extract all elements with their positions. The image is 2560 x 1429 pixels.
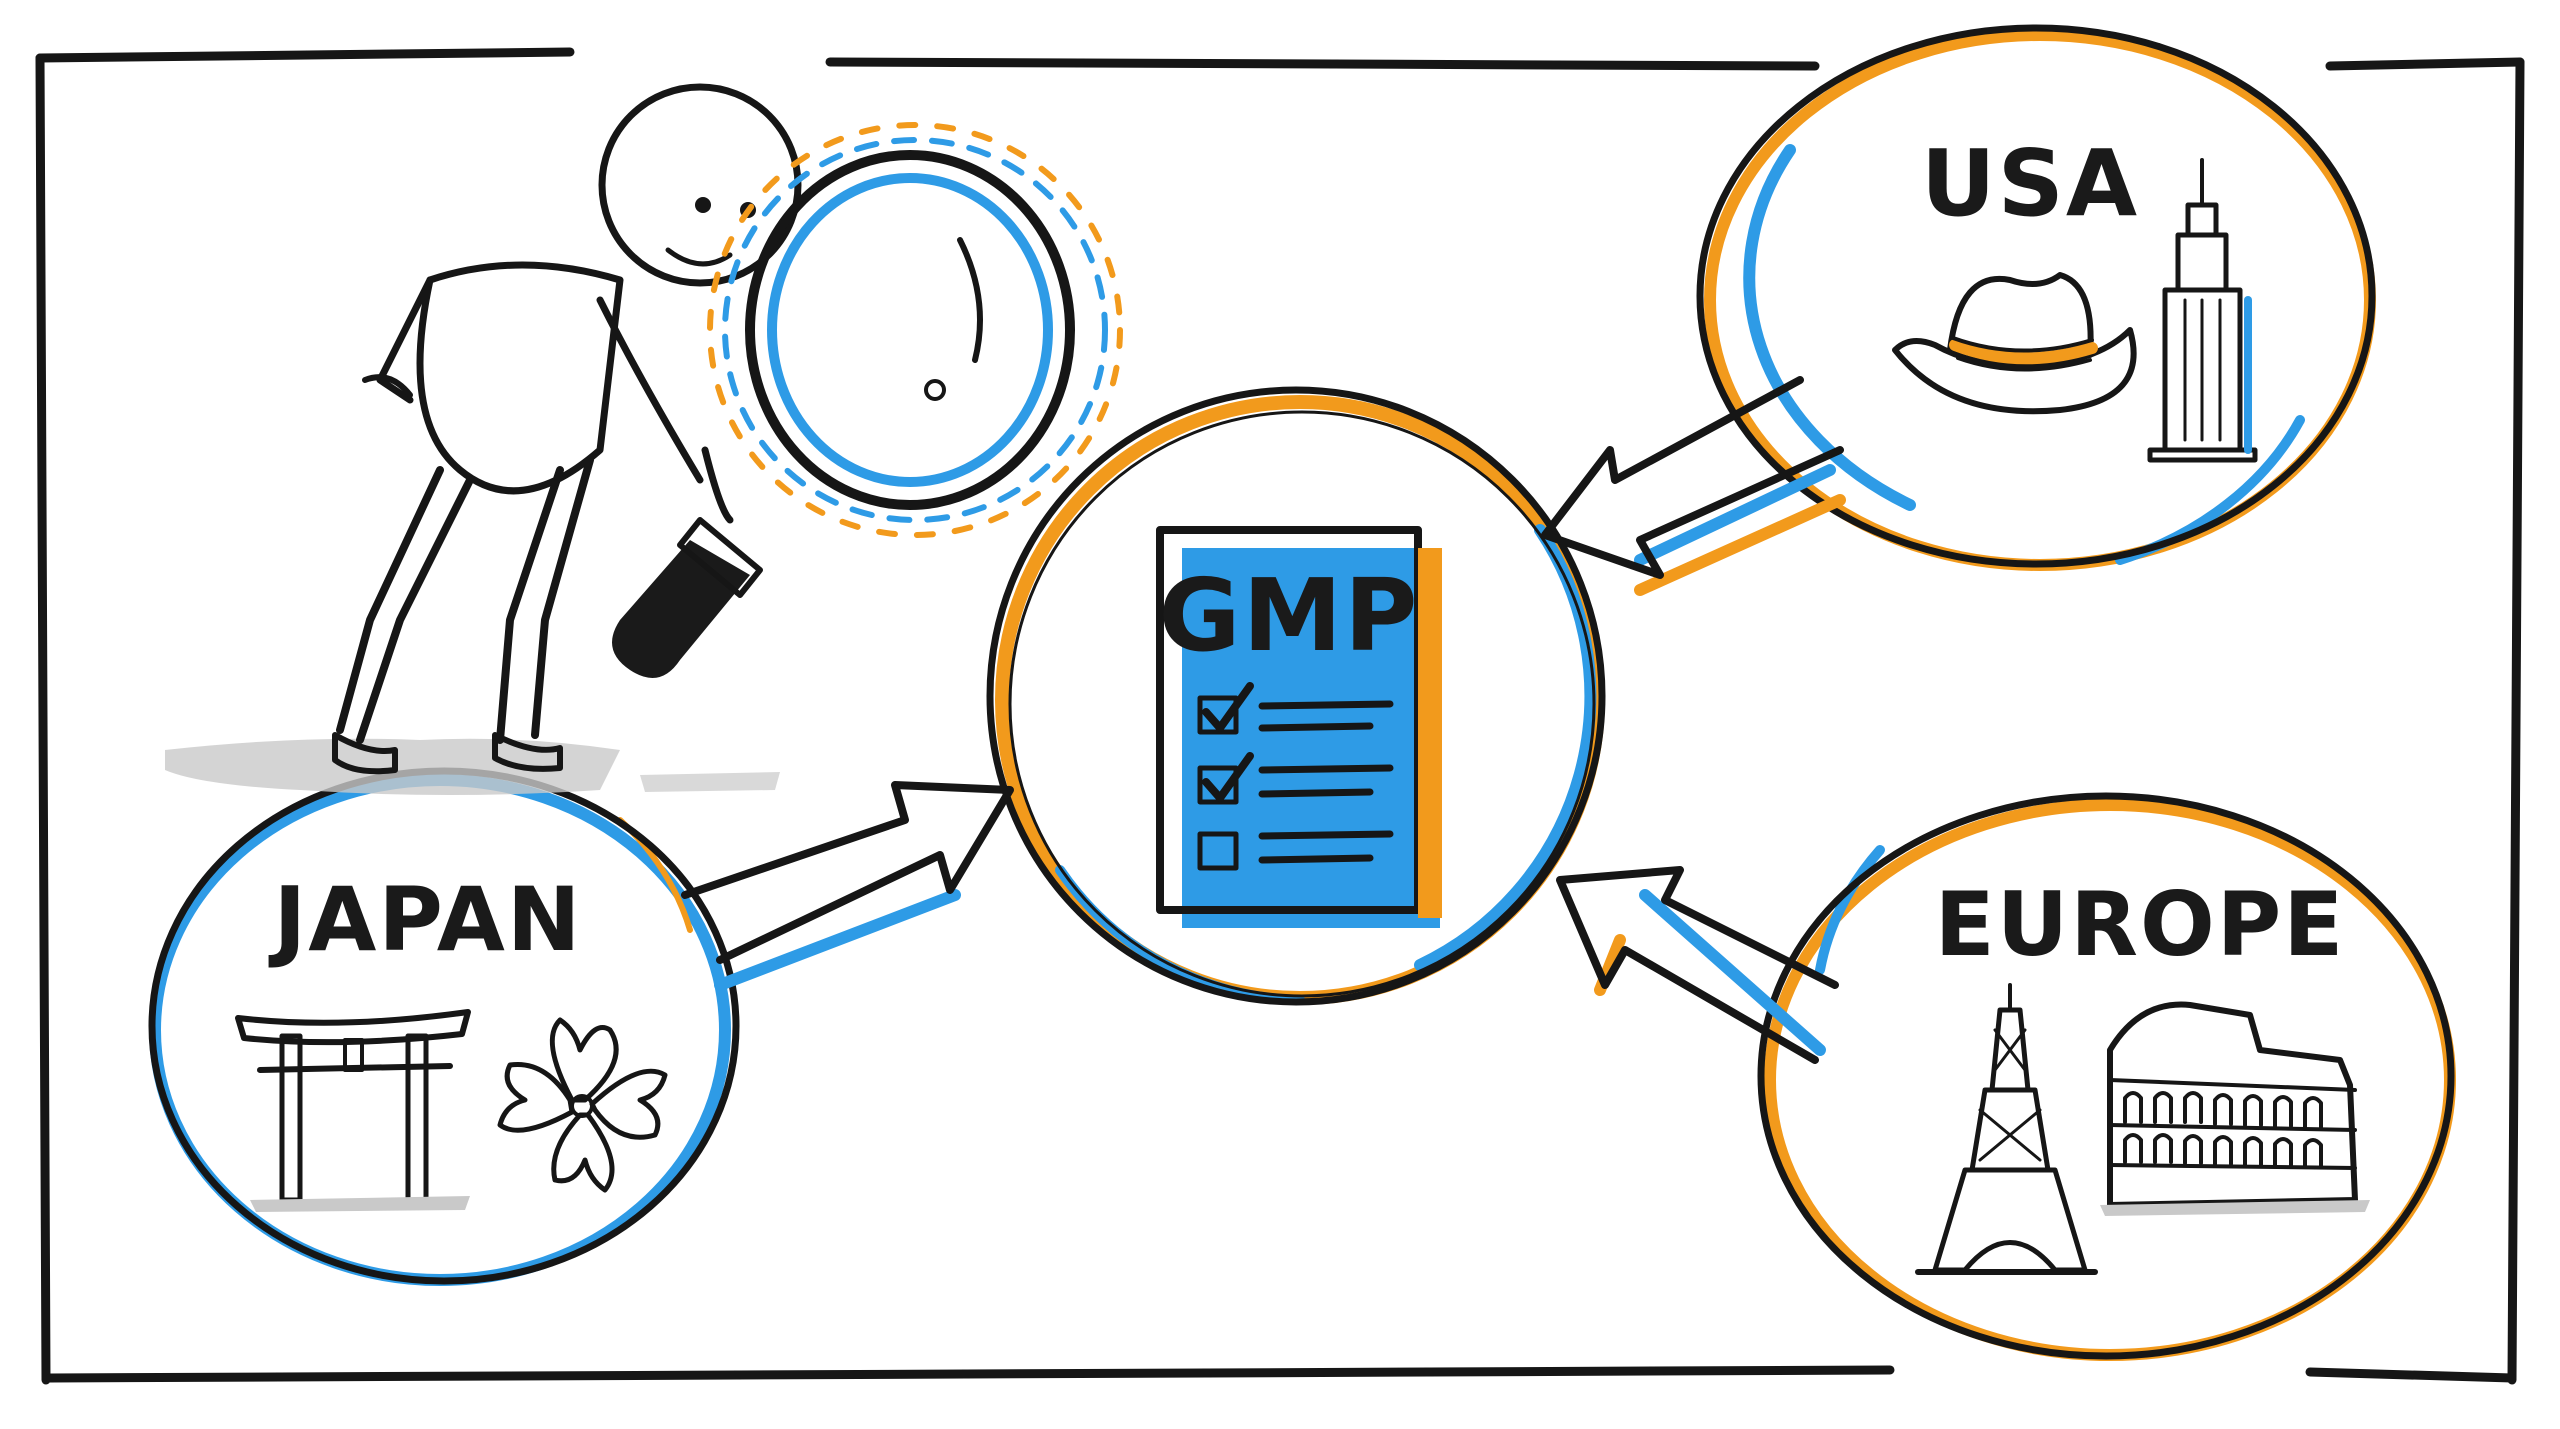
arrow-japan-to-gmp: [681, 781, 1014, 991]
japan-label: JAPAN: [268, 868, 582, 971]
gmp-node: GMP: [986, 386, 1606, 1006]
checklist-row-3: [1197, 830, 1394, 871]
stick-figure-inspector: [165, 83, 802, 795]
torii-gate-icon: [235, 1009, 471, 1212]
usa-label: USA: [1921, 130, 2139, 237]
arrow-usa-to-gmp: [1541, 376, 1846, 596]
colosseum-icon: [2100, 1001, 2370, 1216]
europe-label: EUROPE: [1935, 873, 2346, 976]
magnifying-glass-icon: [612, 122, 1123, 678]
skyscraper-icon: [2147, 158, 2258, 463]
cowboy-hat-icon: [1892, 272, 2137, 415]
region-europe: EUROPE: [1556, 792, 2456, 1361]
checklist-row-1: [1197, 682, 1394, 735]
frame: [35, 47, 2525, 1385]
region-usa: USA: [1541, 24, 2376, 596]
cherry-blossom-icon: [497, 1017, 668, 1193]
gmp-label: GMP: [1159, 557, 1420, 674]
checklist-document-icon: GMP: [1156, 526, 1442, 928]
checklist-row-2: [1197, 752, 1394, 805]
region-japan: JAPAN: [148, 767, 1014, 1286]
arrow-europe-to-gmp: [1556, 866, 1839, 1064]
eiffel-tower-icon: [1915, 983, 2098, 1275]
